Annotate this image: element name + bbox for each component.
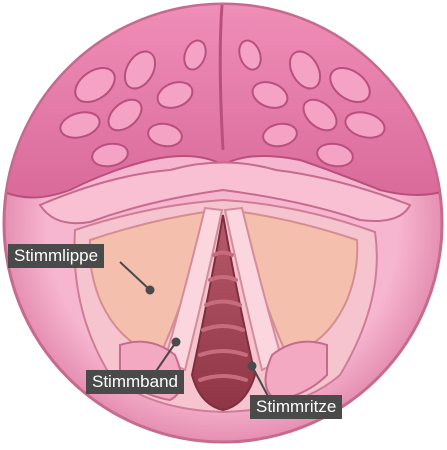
label-stimmband: Stimmband (86, 370, 184, 394)
label-stimmritze: Stimmritze (250, 395, 342, 419)
label-stimmlippe: Stimmlippe (8, 244, 104, 268)
